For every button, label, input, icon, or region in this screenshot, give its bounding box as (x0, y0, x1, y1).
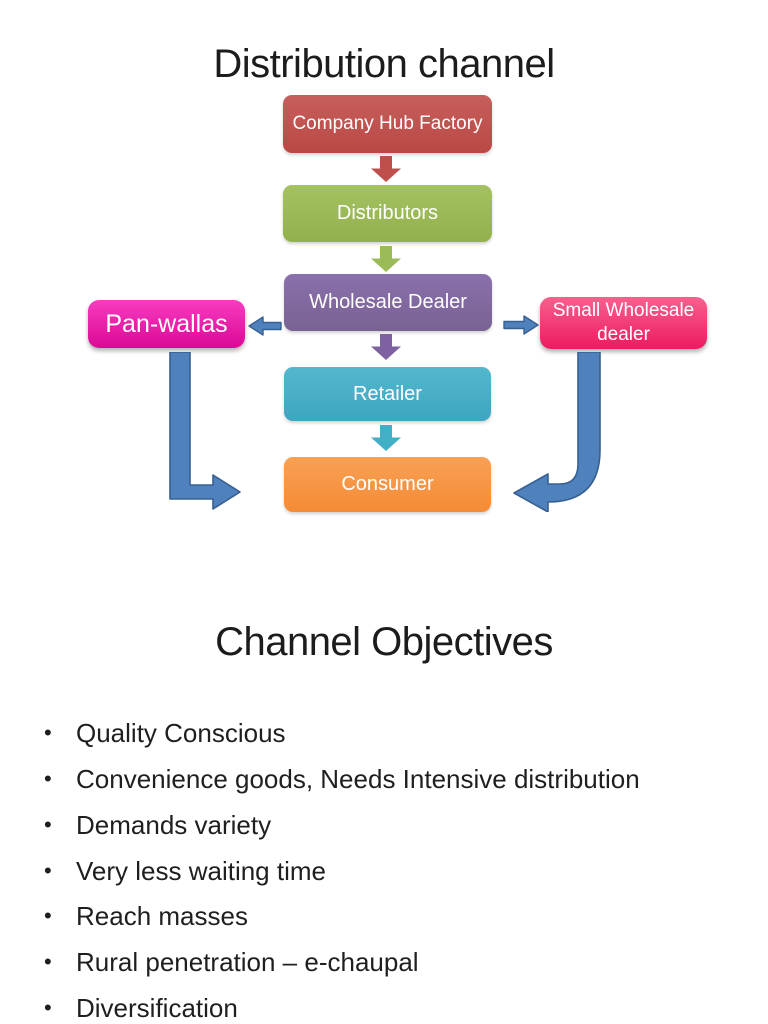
bullet-text: Quality Conscious (76, 718, 286, 748)
list-item: • Rural penetration – e-chaupal (44, 946, 744, 980)
flow-node-retailer: Retailer (284, 367, 491, 421)
flow-node-pan-wallas: Pan-wallas (88, 300, 245, 348)
flow-node-label: Distributors (336, 202, 439, 224)
flow-node-wholesale-dealer: Wholesale Dealer (284, 274, 492, 331)
down-arrow-icon (371, 425, 401, 451)
bullet-text: Very less waiting time (76, 856, 326, 886)
bullet-text: Rural penetration – e-chaupal (76, 947, 419, 977)
flow-node-label: Retailer (353, 382, 422, 405)
flow-node-company-hub-factory: Company Hub Factory (283, 95, 492, 153)
flow-node-small-wholesale-dealer: Small Wholesale dealer (540, 297, 707, 349)
bullet-icon: • (44, 903, 52, 928)
bullet-text: Demands variety (76, 810, 272, 840)
bullet-text: Diversification (76, 993, 238, 1023)
elbow-arrow-left-icon (169, 352, 241, 510)
bullet-icon: • (44, 720, 52, 745)
flow-node-label: Pan-wallas (105, 309, 228, 338)
flow-node-label: Company Hub Factory (292, 113, 483, 134)
list-item: • Demands variety (44, 809, 744, 843)
down-arrow-icon (371, 334, 401, 360)
bullet-icon: • (44, 949, 52, 974)
down-arrow-icon (371, 156, 401, 182)
bullet-text: Convenience goods, Needs Intensive distr… (76, 764, 640, 794)
bullet-icon: • (44, 766, 52, 791)
flow-node-consumer: Consumer (284, 457, 491, 512)
flow-node-label: Wholesale Dealer (309, 291, 467, 313)
list-item: • Very less waiting time (44, 855, 744, 889)
flow-node-label: Small Wholesale dealer (552, 300, 695, 345)
right-arrow-icon (503, 315, 539, 335)
bullet-icon: • (44, 812, 52, 837)
slide1-title: Distribution channel (213, 42, 555, 86)
bullet-icon: • (44, 995, 52, 1020)
elbow-arrow-right-icon (513, 352, 601, 512)
flow-node-distributors: Distributors (283, 185, 492, 242)
bullet-text: Reach masses (76, 901, 248, 931)
list-item: • Diversification (44, 992, 744, 1024)
left-arrow-icon (248, 316, 282, 336)
flow-node-label: Consumer (341, 473, 434, 495)
list-item: • Reach masses (44, 900, 744, 934)
list-item: • Convenience goods, Needs Intensive dis… (44, 763, 744, 797)
list-item: • Quality Conscious (44, 717, 744, 751)
slide2-title: Channel Objectives (215, 620, 553, 664)
bullet-icon: • (44, 858, 52, 883)
down-arrow-icon (371, 246, 401, 272)
